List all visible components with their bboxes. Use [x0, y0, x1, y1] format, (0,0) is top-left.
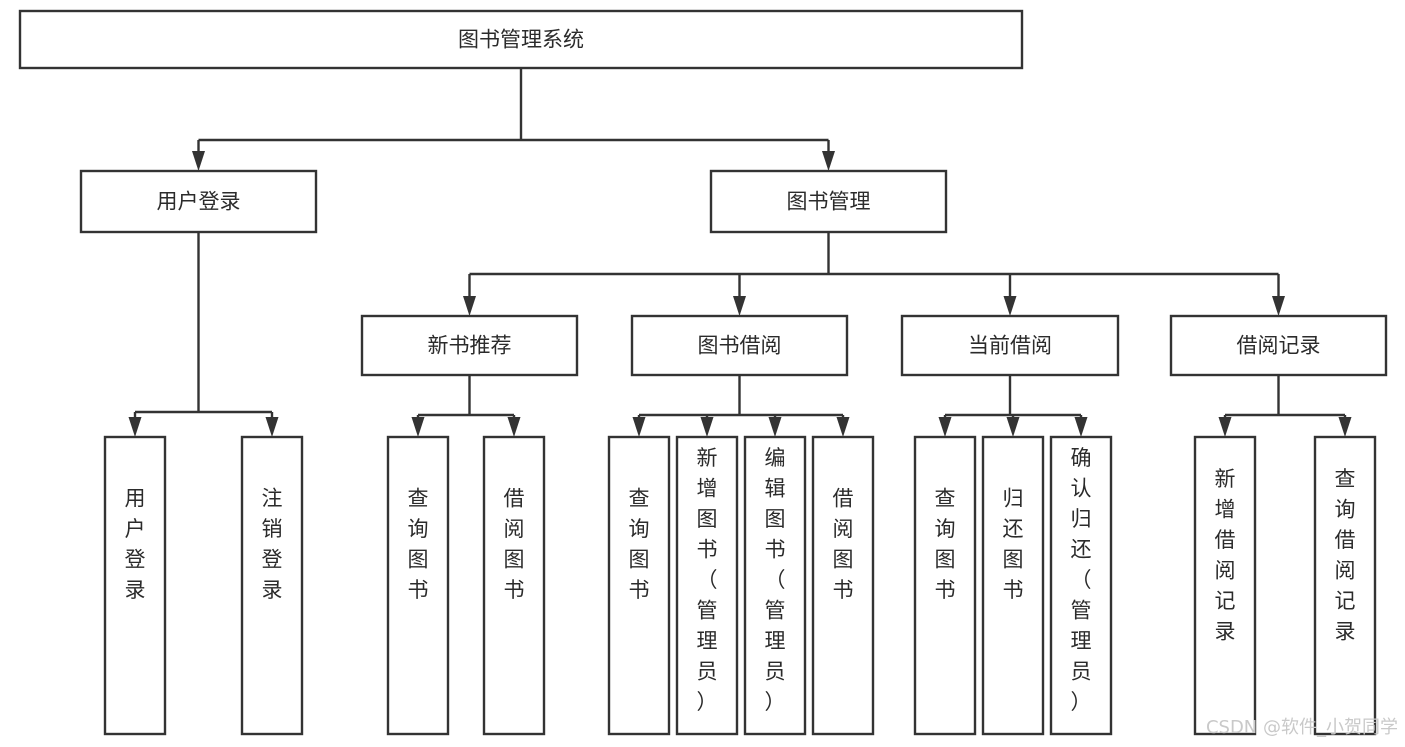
node-n-current[interactable]: 当前借阅: [900, 314, 1120, 377]
edge-layer: [128, 68, 1352, 437]
node-label: 查询图书: [629, 487, 650, 603]
arrow-icon: [1272, 296, 1285, 316]
node-n-borrow[interactable]: 图书借阅: [630, 314, 849, 377]
arrow-icon: [507, 417, 521, 437]
node-box: [482, 435, 546, 736]
node-box: [675, 435, 739, 736]
node-label: 用户登录: [125, 487, 146, 603]
node-label: 编辑图书（管理员）: [765, 446, 786, 714]
node-label: 查询图书: [408, 487, 429, 603]
arrow-icon: [1006, 417, 1020, 437]
node-box: [386, 435, 450, 736]
node-l-nb-borrow[interactable]: 借阅图书: [482, 435, 546, 736]
node-box: [1169, 314, 1388, 377]
arrow-icon: [1074, 417, 1088, 437]
node-box: [743, 435, 807, 736]
arrow-icon: [822, 151, 835, 171]
node-l-rc-add[interactable]: 新增借阅记录: [1193, 435, 1257, 736]
arrow-icon: [1003, 296, 1017, 316]
node-box: [981, 435, 1045, 736]
arrow-icon: [632, 417, 646, 437]
node-box: [630, 314, 849, 377]
arrow-icon: [128, 417, 142, 437]
node-box: [1193, 435, 1257, 736]
node-label: 查询图书: [935, 487, 956, 603]
edge-group-n_new_book: [411, 375, 521, 437]
arrow-icon: [411, 417, 425, 437]
arrow-icon: [1338, 417, 1352, 437]
node-label: 图书借阅: [698, 334, 782, 358]
edge-group-n_record: [1218, 375, 1352, 437]
node-label: 新书推荐: [428, 334, 512, 358]
node-l-bb-query[interactable]: 查询图书: [607, 435, 671, 736]
node-box: [900, 314, 1120, 377]
node-l-cb-return[interactable]: 归还图书: [981, 435, 1045, 736]
node-label: 借阅记录: [1237, 334, 1321, 358]
node-box: [811, 435, 875, 736]
node-label: 归还图书: [1003, 487, 1024, 603]
node-l-rc-query[interactable]: 查询借阅记录: [1313, 435, 1377, 736]
node-label: 新增图书（管理员）: [697, 446, 718, 714]
node-label: 图书管理系统: [458, 28, 584, 52]
node-l-user-logout[interactable]: 注销登录: [240, 435, 304, 736]
node-label: 图书管理: [787, 190, 871, 214]
arrow-icon: [700, 417, 714, 437]
node-n-record[interactable]: 借阅记录: [1169, 314, 1388, 377]
arrow-icon: [192, 151, 205, 171]
node-layer: 图书管理系统用户登录图书管理新书推荐图书借阅当前借阅借阅记录用户登录注销登录查询…: [18, 9, 1388, 736]
node-box: [709, 169, 948, 234]
arrow-icon: [463, 296, 476, 316]
node-box: [913, 435, 977, 736]
node-label: 新增借阅记录: [1215, 467, 1236, 644]
node-l-user-login[interactable]: 用户登录: [103, 435, 167, 736]
arrow-icon: [836, 417, 850, 437]
node-label: 注销登录: [262, 487, 283, 603]
node-box: [103, 435, 167, 736]
node-box: [240, 435, 304, 736]
arrow-icon: [938, 417, 952, 437]
edge-group-n_user_login: [128, 232, 279, 437]
node-box: [607, 435, 671, 736]
node-l-bb-edit[interactable]: 编辑图书（管理员）: [743, 435, 807, 736]
node-label: 确认归还（管理员）: [1071, 446, 1092, 714]
arrow-icon: [265, 417, 279, 437]
arrow-icon: [768, 417, 782, 437]
node-n-user-login[interactable]: 用户登录: [79, 169, 318, 234]
node-box: [1049, 435, 1113, 736]
edge-group-root: [192, 68, 835, 171]
edge-group-n_borrow: [632, 375, 850, 437]
node-n-book-manage[interactable]: 图书管理: [709, 169, 948, 234]
node-box: [360, 314, 579, 377]
node-l-bb-borrow[interactable]: 借阅图书: [811, 435, 875, 736]
node-box: [79, 169, 318, 234]
arrow-icon: [1218, 417, 1232, 437]
node-l-cb-confirm[interactable]: 确认归还（管理员）: [1049, 435, 1113, 736]
edge-group-n_book_manage: [463, 232, 1285, 316]
node-box: [1313, 435, 1377, 736]
arrow-icon: [733, 296, 746, 316]
node-l-bb-add[interactable]: 新增图书（管理员）: [675, 435, 739, 736]
node-label: 查询借阅记录: [1335, 467, 1356, 644]
node-l-cb-query[interactable]: 查询图书: [913, 435, 977, 736]
node-label: 借阅图书: [504, 487, 525, 603]
node-label: 当前借阅: [968, 334, 1052, 358]
node-root[interactable]: 图书管理系统: [18, 9, 1024, 70]
node-label: 用户登录: [157, 190, 241, 214]
node-box: [18, 9, 1024, 70]
node-l-nb-query[interactable]: 查询图书: [386, 435, 450, 736]
node-label: 借阅图书: [833, 487, 854, 603]
edge-group-n_current: [938, 375, 1088, 437]
csdn-watermark: CSDN @软件_小贺同学: [1206, 717, 1398, 738]
node-n-new-book[interactable]: 新书推荐: [360, 314, 579, 377]
